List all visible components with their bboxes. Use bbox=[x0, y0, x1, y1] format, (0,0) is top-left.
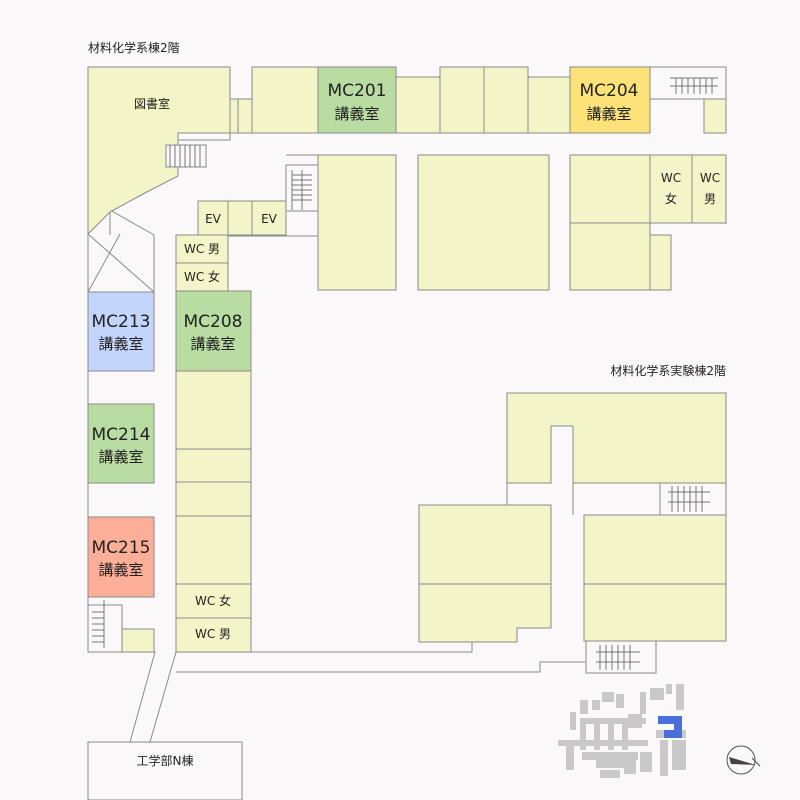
room-mc214[interactable] bbox=[87, 403, 155, 484]
stair-center bbox=[285, 164, 319, 212]
mc215-id: MC215 bbox=[92, 538, 151, 558]
lab-room-e2[interactable] bbox=[583, 583, 727, 642]
mc214-id: MC214 bbox=[92, 425, 151, 445]
stair-sw bbox=[87, 600, 123, 653]
room-mc204[interactable] bbox=[569, 66, 651, 134]
wc-women-right-sub: 女 bbox=[665, 191, 677, 206]
room-east-3 bbox=[649, 234, 672, 291]
mc201-id: MC201 bbox=[328, 81, 387, 101]
wc-men-upper[interactable] bbox=[175, 234, 229, 264]
wc-women-upper-label: WC 女 bbox=[184, 269, 220, 284]
void-cross-1 bbox=[87, 233, 155, 293]
stair-lab-south bbox=[585, 640, 657, 674]
room-n-3[interactable] bbox=[439, 66, 485, 134]
minimap-highlight bbox=[658, 716, 682, 738]
stair-ne bbox=[649, 66, 727, 100]
mc214-label: 講義室 bbox=[98, 448, 143, 466]
room-ne-small bbox=[703, 98, 727, 134]
room-mc208[interactable] bbox=[175, 290, 252, 372]
room-mc201[interactable] bbox=[317, 66, 397, 134]
mc215-label: 講義室 bbox=[98, 561, 143, 579]
main-building-title: 材料化学系棟2階 bbox=[88, 40, 180, 55]
wc-men-lower-label: WC 男 bbox=[195, 627, 231, 641]
room-n-strip2 bbox=[237, 98, 253, 134]
wc-men-lower[interactable] bbox=[175, 617, 252, 653]
wc-women-lower[interactable] bbox=[175, 583, 252, 619]
room-center-1[interactable] bbox=[317, 154, 397, 291]
room-n-4[interactable] bbox=[483, 66, 529, 134]
wc-men-right[interactable] bbox=[691, 154, 727, 224]
room-n-2[interactable] bbox=[395, 76, 441, 134]
lab-building-title: 材料化学系実験棟2階 bbox=[610, 363, 726, 378]
mc208-label: 講義室 bbox=[190, 335, 235, 353]
building-n[interactable] bbox=[87, 741, 243, 800]
ev1-label: EV bbox=[205, 212, 222, 226]
mc204-id: MC204 bbox=[580, 81, 639, 101]
mc204-label: 講義室 bbox=[586, 105, 631, 123]
wc-women-right-label: WC bbox=[661, 171, 681, 185]
room-n-1[interactable] bbox=[251, 66, 319, 134]
room-center-2[interactable] bbox=[417, 154, 550, 291]
elevator-2[interactable] bbox=[251, 200, 287, 236]
room-n-5[interactable] bbox=[527, 76, 571, 134]
void-cross-2 bbox=[87, 233, 121, 293]
room-n-strip1 bbox=[229, 98, 239, 134]
corridor-south-edge2 bbox=[176, 661, 586, 673]
ev2-label: EV bbox=[261, 212, 278, 226]
corridor-south bbox=[149, 651, 177, 743]
mc213-id: MC213 bbox=[92, 312, 151, 332]
room-mc213[interactable] bbox=[87, 291, 155, 372]
room-sw-small bbox=[121, 628, 155, 653]
building-n-label: 工学部N棟 bbox=[137, 753, 194, 768]
wc-men-right-label: WC bbox=[700, 171, 720, 185]
room-mc215[interactable] bbox=[87, 516, 155, 598]
room-east-2[interactable] bbox=[569, 222, 651, 291]
wc-men-right-sub: 男 bbox=[704, 192, 716, 206]
lab-room-north[interactable] bbox=[506, 392, 727, 484]
mc208-id: MC208 bbox=[184, 312, 243, 332]
wc-women-lower-label: WC 女 bbox=[195, 593, 231, 608]
library-room[interactable] bbox=[87, 66, 231, 236]
mc213-label: 講義室 bbox=[98, 335, 143, 353]
mc201-label: 講義室 bbox=[334, 105, 379, 123]
wc-women-upper[interactable] bbox=[175, 262, 229, 292]
wc-men-upper-label: WC 男 bbox=[184, 242, 220, 256]
corridor-west bbox=[109, 209, 155, 292]
room-ev-gap bbox=[227, 200, 253, 236]
room-cw-2[interactable] bbox=[175, 448, 252, 483]
stair-lab-north bbox=[659, 482, 727, 516]
lab-room-w1[interactable] bbox=[418, 504, 552, 585]
elevator-1[interactable] bbox=[197, 200, 229, 236]
room-cw-4[interactable] bbox=[175, 515, 252, 585]
room-east-1[interactable] bbox=[569, 154, 651, 224]
lab-room-e1[interactable] bbox=[583, 514, 727, 585]
room-cw-3[interactable] bbox=[175, 481, 252, 517]
compass-arrow-icon bbox=[726, 745, 761, 775]
wc-women-right[interactable] bbox=[649, 154, 693, 224]
lab-room-w2[interactable] bbox=[418, 583, 552, 643]
library-label: 図書室 bbox=[134, 96, 170, 111]
room-cw-1[interactable] bbox=[175, 370, 252, 450]
stair-north-corridor bbox=[165, 144, 207, 168]
